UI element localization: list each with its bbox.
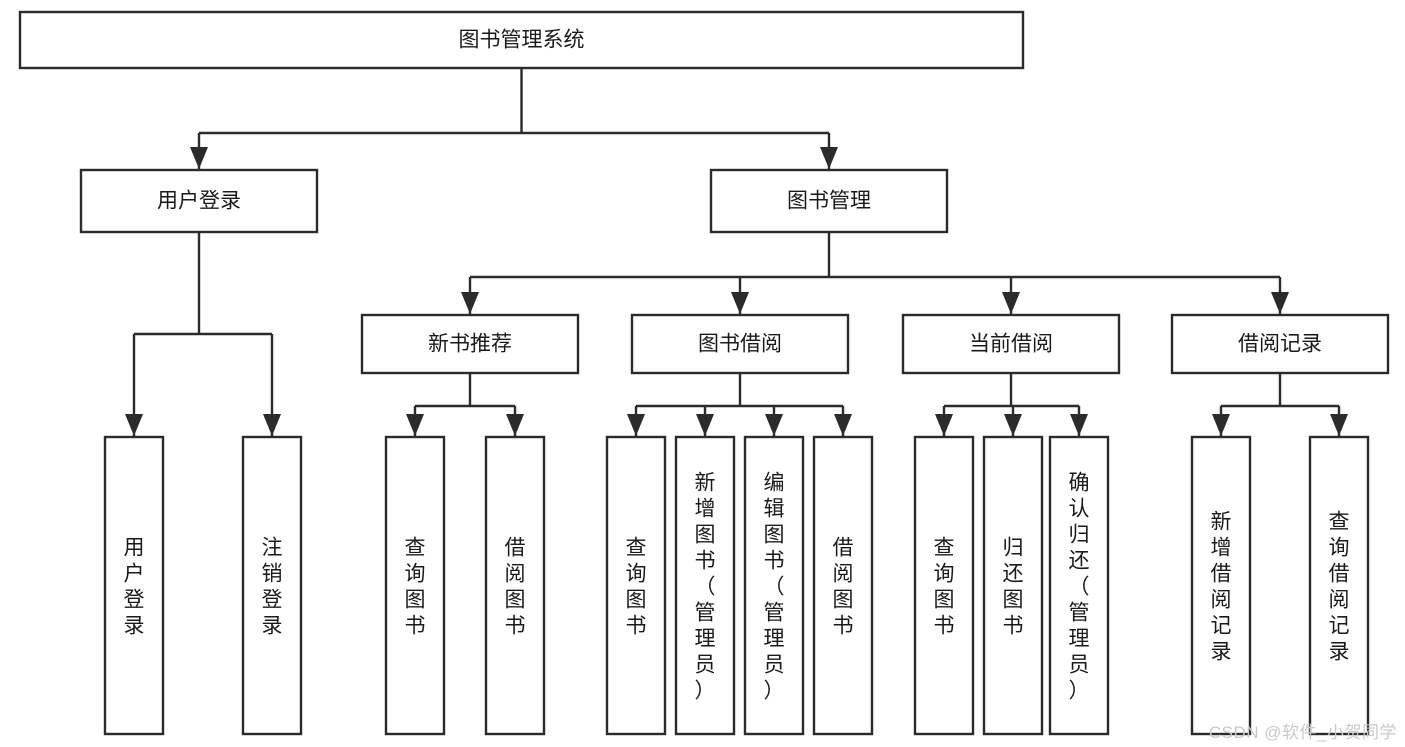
node-leaf-user-login[interactable]: 用户登录 [103, 435, 165, 736]
node-leaf-query-book-rec-box[interactable] [384, 435, 446, 736]
node-leaf-user-logout[interactable]: 注销登录 [241, 435, 303, 736]
node-leaf-query-book-current[interactable]: 查询图书 [913, 435, 975, 736]
node-book-borrow-box[interactable] [630, 313, 850, 375]
node-leaf-query-book-current-box[interactable] [913, 435, 975, 736]
node-leaf-return-book-box[interactable] [982, 435, 1044, 736]
node-user-login-label: 用户登录 [157, 190, 241, 213]
node-borrow-records-label: 借阅记录 [1238, 333, 1322, 356]
node-book-borrow[interactable]: 图书借阅 [630, 313, 850, 375]
node-user-login[interactable]: 用户登录 [79, 168, 319, 234]
node-borrow-records[interactable]: 借阅记录 [1170, 313, 1390, 375]
node-leaf-user-logout-box[interactable] [241, 435, 303, 736]
current-borrow-arrow-2 [1070, 414, 1088, 436]
node-new-book-recommend[interactable]: 新书推荐 [360, 313, 580, 375]
node-user-login-box[interactable] [79, 168, 319, 234]
node-leaf-query-book-borrow[interactable]: 查询图书 [605, 435, 667, 736]
book-management-arrow-2 [1002, 292, 1020, 314]
node-leaf-edit-book-box[interactable] [743, 435, 805, 736]
node-current-borrow-box[interactable] [901, 313, 1121, 375]
new-book-recommend-arrow-0 [406, 414, 424, 436]
root-arrow-0 [190, 147, 208, 169]
borrow-records-arrow-1 [1330, 414, 1348, 436]
node-leaf-add-book-label: 新增图书（管理员） [695, 472, 716, 703]
book-management-arrow-1 [731, 292, 749, 314]
csdn-watermark: CSDN @软件_小贺同学 [1208, 723, 1397, 742]
node-current-borrow[interactable]: 当前借阅 [901, 313, 1121, 375]
user-login-arrow-0 [125, 414, 143, 436]
node-leaf-add-book-box[interactable] [674, 435, 736, 736]
node-leaf-query-book-borrow-label: 查询图书 [626, 537, 647, 638]
connectors-layer [125, 68, 1348, 436]
book-borrow-arrow-3 [834, 414, 852, 436]
node-leaf-query-book-borrow-box[interactable] [605, 435, 667, 736]
book-borrow-arrow-1 [696, 414, 714, 436]
root-arrow-1 [820, 147, 838, 169]
book-management-arrow-0 [461, 292, 479, 314]
book-borrow-arrow-0 [627, 414, 645, 436]
node-leaf-confirm-return-label: 确认归还（管理员） [1069, 472, 1090, 703]
node-root[interactable]: 图书管理系统 [18, 10, 1025, 70]
node-new-book-recommend-label: 新书推荐 [428, 333, 512, 356]
nodes-layer: 图书管理系统用户登录图书管理新书推荐图书借阅当前借阅借阅记录用户登录注销登录查询… [18, 10, 1390, 736]
borrow-records-arrow-0 [1212, 414, 1230, 436]
node-leaf-query-book-current-label: 查询图书 [934, 537, 955, 638]
node-leaf-query-book-rec-label: 查询图书 [405, 537, 426, 638]
node-book-management-label: 图书管理 [787, 190, 871, 213]
node-leaf-add-borrow-record[interactable]: 新增借阅记录 [1190, 435, 1252, 736]
current-borrow-arrow-0 [935, 414, 953, 436]
node-book-borrow-label: 图书借阅 [698, 333, 782, 356]
node-leaf-borrow-book-label: 借阅图书 [833, 537, 854, 638]
node-leaf-add-borrow-record-label: 新增借阅记录 [1211, 511, 1232, 664]
node-leaf-query-book-rec[interactable]: 查询图书 [384, 435, 446, 736]
node-leaf-add-book[interactable]: 新增图书（管理员） [674, 435, 736, 736]
node-leaf-confirm-return-box[interactable] [1048, 435, 1110, 736]
node-borrow-records-box[interactable] [1170, 313, 1390, 375]
node-leaf-add-borrow-record-box[interactable] [1190, 435, 1252, 736]
node-leaf-confirm-return[interactable]: 确认归还（管理员） [1048, 435, 1110, 736]
node-leaf-query-borrow-record-label: 查询借阅记录 [1329, 511, 1350, 664]
node-leaf-edit-book[interactable]: 编辑图书（管理员） [743, 435, 805, 736]
node-leaf-borrow-book[interactable]: 借阅图书 [812, 435, 874, 736]
node-leaf-edit-book-label: 编辑图书（管理员） [764, 472, 785, 703]
node-leaf-query-borrow-record[interactable]: 查询借阅记录 [1308, 435, 1370, 736]
node-leaf-borrow-book-rec-label: 借阅图书 [505, 537, 526, 638]
current-borrow-arrow-1 [1004, 414, 1022, 436]
user-login-arrow-1 [263, 414, 281, 436]
node-root-label: 图书管理系统 [459, 29, 585, 52]
node-leaf-borrow-book-rec-box[interactable] [484, 435, 546, 736]
node-leaf-query-borrow-record-box[interactable] [1308, 435, 1370, 736]
node-leaf-borrow-book-box[interactable] [812, 435, 874, 736]
node-leaf-user-logout-label: 注销登录 [262, 537, 283, 638]
node-leaf-user-login-box[interactable] [103, 435, 165, 736]
node-book-management[interactable]: 图书管理 [709, 168, 949, 234]
node-new-book-recommend-box[interactable] [360, 313, 580, 375]
node-leaf-user-login-label: 用户登录 [124, 537, 145, 638]
book-borrow-arrow-2 [765, 414, 783, 436]
node-current-borrow-label: 当前借阅 [969, 333, 1053, 356]
book-management-arrow-3 [1271, 292, 1289, 314]
node-leaf-borrow-book-rec[interactable]: 借阅图书 [484, 435, 546, 736]
node-leaf-return-book-label: 归还图书 [1003, 537, 1024, 638]
node-book-management-box[interactable] [709, 168, 949, 234]
node-leaf-return-book[interactable]: 归还图书 [982, 435, 1044, 736]
node-root-box[interactable] [18, 10, 1025, 70]
new-book-recommend-arrow-1 [506, 414, 524, 436]
